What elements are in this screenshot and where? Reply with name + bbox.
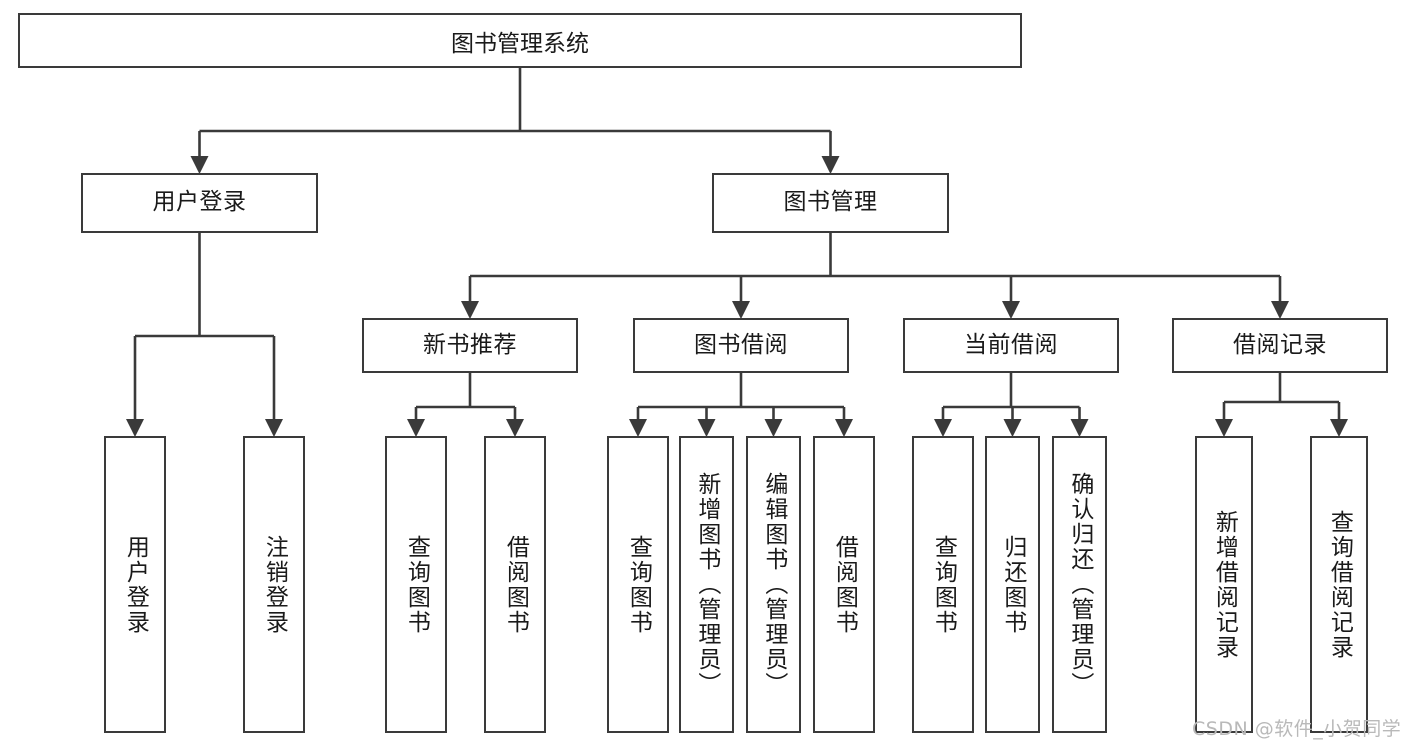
node-leaf-query-book-1-label: 查询图书 — [403, 534, 430, 635]
node-book_manage-label: 图书管理 — [783, 189, 878, 216]
node-title-book-management-system-label: 图书管理系统 — [451, 30, 589, 57]
node-leaf-query-book-1[interactable]: 查询图书 — [385, 436, 447, 733]
node-title-book-management-system[interactable]: 图书管理系统 — [18, 13, 1022, 68]
node-leaf-query-book-3-label: 查询图书 — [930, 534, 957, 635]
node-new_book_rec-label: 新书推荐 — [423, 331, 517, 358]
node-user_login[interactable]: 用户登录 — [81, 173, 318, 233]
node-leaf-edit-book-label: 编辑图书（管理员） — [760, 472, 787, 697]
node-leaf-query-record-label: 查询借阅记录 — [1326, 509, 1353, 660]
node-book_borrow[interactable]: 图书借阅 — [633, 318, 849, 373]
node-leaf-return-book-label: 归还图书 — [999, 534, 1026, 635]
node-leaf-query-book-2[interactable]: 查询图书 — [607, 436, 669, 733]
node-leaf-confirm-return[interactable]: 确认归还（管理员） — [1052, 436, 1107, 733]
node-book_borrow-label: 图书借阅 — [694, 331, 788, 358]
node-current_borrow-label: 当前借阅 — [964, 331, 1058, 358]
node-leaf-query-book-3[interactable]: 查询图书 — [912, 436, 974, 733]
node-leaf-user-login-label: 用户登录 — [122, 534, 149, 635]
node-leaf-borrow-book-2-label: 借阅图书 — [831, 534, 858, 635]
node-leaf-confirm-return-label: 确认归还（管理员） — [1066, 472, 1093, 697]
node-leaf-add-record-label: 新增借阅记录 — [1211, 509, 1238, 660]
node-current_borrow[interactable]: 当前借阅 — [903, 318, 1119, 373]
node-leaf-edit-book[interactable]: 编辑图书（管理员） — [746, 436, 801, 733]
node-leaf-add-record[interactable]: 新增借阅记录 — [1195, 436, 1253, 733]
node-leaf-borrow-book-1[interactable]: 借阅图书 — [484, 436, 546, 733]
node-user_login-label: 用户登录 — [152, 189, 247, 216]
node-leaf-logout-label: 注销登录 — [261, 534, 288, 635]
node-borrow_record-label: 借阅记录 — [1233, 331, 1327, 358]
node-leaf-add-book[interactable]: 新增图书（管理员） — [679, 436, 734, 733]
node-new_book_rec[interactable]: 新书推荐 — [362, 318, 578, 373]
node-leaf-user-login[interactable]: 用户登录 — [104, 436, 166, 733]
node-leaf-query-record[interactable]: 查询借阅记录 — [1310, 436, 1368, 733]
node-leaf-borrow-book-2[interactable]: 借阅图书 — [813, 436, 875, 733]
node-leaf-query-book-2-label: 查询图书 — [625, 534, 652, 635]
node-leaf-logout[interactable]: 注销登录 — [243, 436, 305, 733]
node-leaf-borrow-book-1-label: 借阅图书 — [502, 534, 529, 635]
node-leaf-add-book-label: 新增图书（管理员） — [693, 472, 720, 697]
node-book_manage[interactable]: 图书管理 — [712, 173, 949, 233]
node-borrow_record[interactable]: 借阅记录 — [1172, 318, 1388, 373]
node-leaf-return-book[interactable]: 归还图书 — [985, 436, 1040, 733]
